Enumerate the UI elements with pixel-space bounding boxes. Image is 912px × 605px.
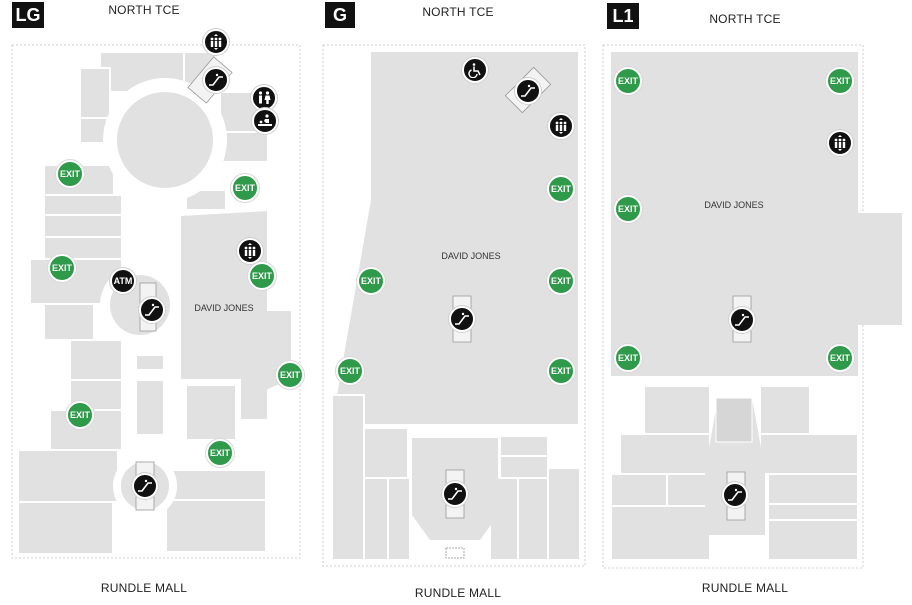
exit-l1-1[interactable]: EXIT [614,67,642,95]
exit-lg-1[interactable]: EXIT [56,160,84,188]
atm-icon[interactable]: ATM [110,268,136,294]
exit-lg-6[interactable]: EXIT [66,401,94,429]
elevator-icon[interactable] [237,238,263,264]
exit-g-1[interactable]: EXIT [547,175,575,203]
rundle-mall-label-l1: RUNDLE MALL [701,581,789,595]
exit-lg-3[interactable]: EXIT [48,254,76,282]
escalator-icon[interactable] [132,473,158,499]
escalator-icon[interactable] [722,482,748,508]
exit-lg-2[interactable]: EXIT [231,174,259,202]
store-david-jones-lg[interactable]: DAVID JONES [194,303,254,313]
north-tce-label-l1: NORTH TCE [709,12,781,26]
floor-badge-lg[interactable]: LG [12,2,44,28]
exit-g-2[interactable]: EXIT [357,267,385,295]
accessible-icon[interactable] [462,57,488,83]
floor-l1-map [602,44,902,569]
elevator-icon[interactable] [548,113,574,139]
exit-g-5[interactable]: EXIT [547,357,575,385]
escalator-icon[interactable] [515,78,541,104]
exit-lg-5[interactable]: EXIT [276,361,304,389]
floor-badge-g[interactable]: G [325,2,355,28]
exit-g-4[interactable]: EXIT [336,357,364,385]
escalator-icon[interactable] [203,67,229,93]
elevator-icon[interactable] [203,29,229,55]
escalator-icon[interactable] [442,481,468,507]
exit-lg-7[interactable]: EXIT [206,439,234,467]
elevator-icon[interactable] [827,130,853,156]
escalator-icon[interactable] [449,306,475,332]
exit-g-3[interactable]: EXIT [547,267,575,295]
escalator-icon[interactable] [139,297,165,323]
north-tce-label-lg: NORTH TCE [108,3,180,17]
floor-g-map [322,44,586,567]
exit-l1-3[interactable]: EXIT [614,195,642,223]
exit-lg-4[interactable]: EXIT [248,262,276,290]
store-david-jones-g[interactable]: DAVID JONES [441,251,501,261]
floor-badge-l1[interactable]: L1 [607,3,639,29]
rundle-mall-label-g: RUNDLE MALL [414,586,502,600]
exit-l1-5[interactable]: EXIT [826,344,854,372]
escalator-icon[interactable] [729,307,755,333]
store-david-jones-l1[interactable]: DAVID JONES [704,200,764,210]
toilets-icon[interactable] [251,85,277,111]
baby-change-icon[interactable] [252,108,278,134]
exit-l1-4[interactable]: EXIT [614,344,642,372]
exit-l1-2[interactable]: EXIT [826,67,854,95]
rundle-mall-label-lg: RUNDLE MALL [100,581,188,595]
north-tce-label-g: NORTH TCE [422,5,494,19]
